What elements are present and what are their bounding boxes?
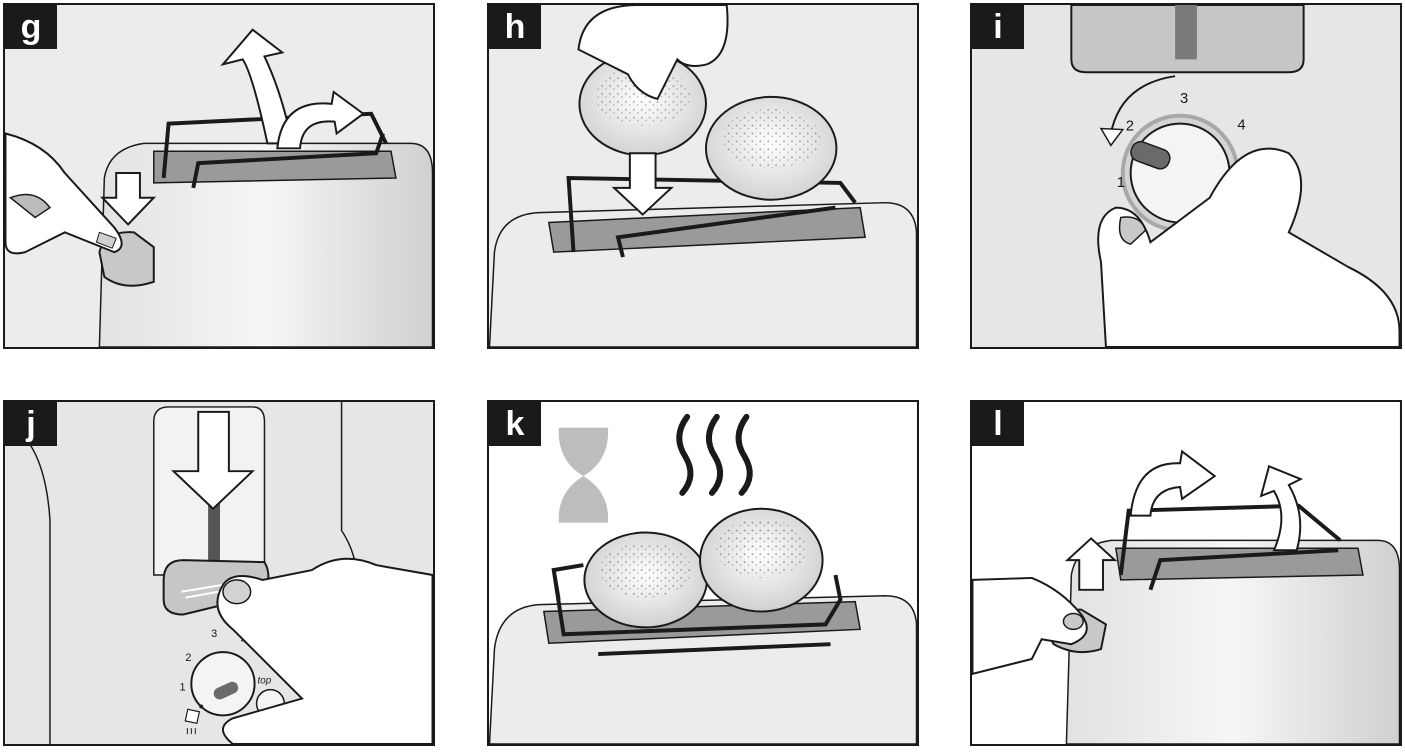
rotate-arrow-head	[1099, 127, 1125, 147]
lever-slot	[1175, 5, 1197, 60]
finger-nail	[95, 231, 117, 249]
dial-pointer	[213, 681, 239, 700]
dial-number-4: 4	[1237, 118, 1245, 134]
thumb	[8, 193, 52, 219]
panel-h: h	[487, 3, 919, 349]
rotate-arrow	[1109, 75, 1176, 134]
dial-number-3: 3	[211, 628, 217, 640]
wire-rack	[566, 175, 857, 258]
hand	[216, 557, 433, 744]
bun-right-seeds	[721, 108, 821, 169]
panel-k: k	[487, 400, 919, 746]
panel-g-illustration	[5, 28, 433, 347]
panel-label-j: j	[5, 402, 57, 446]
panel-label-k: k	[489, 402, 541, 446]
dial-number-3: 3	[1180, 91, 1188, 107]
toaster-slot	[153, 150, 397, 184]
thumb-nail	[1062, 612, 1084, 631]
down-arrow	[171, 410, 256, 511]
lift-arrow-left	[1129, 449, 1217, 517]
down-arrow	[611, 152, 674, 216]
toaster-slot	[1114, 547, 1364, 581]
push-arrow	[100, 172, 157, 226]
panel-i-illustration: 1 2 3 4	[972, 5, 1400, 347]
dial-knob	[190, 651, 256, 717]
lift-arrow-right	[1259, 464, 1304, 552]
hourglass-icon	[558, 427, 609, 523]
dial-number-1: 1	[1117, 175, 1125, 191]
panel-l: l	[970, 400, 1402, 746]
stop-label: top	[258, 676, 272, 687]
thumb-nail	[1118, 216, 1147, 246]
hand	[1097, 147, 1400, 347]
defrost-icon	[184, 704, 204, 735]
panel-label-h: h	[489, 5, 541, 49]
toaster-body	[1065, 539, 1400, 744]
dial-number-2: 2	[185, 652, 191, 664]
heat-waves-icon	[676, 413, 753, 496]
bun-right-seeds	[715, 518, 807, 578]
hand	[577, 5, 729, 101]
panel-l-illustration	[972, 402, 1400, 744]
panel-j-illustration: 1 2 3 4 top	[5, 402, 433, 744]
panel-label-g: g	[5, 5, 57, 49]
lever-slot	[208, 490, 220, 580]
dial-number-1: 1	[179, 682, 185, 694]
dial-pointer	[1130, 140, 1171, 170]
wire-rack	[1118, 503, 1342, 591]
panel-label-l: l	[972, 402, 1024, 446]
lift-arrow	[220, 28, 294, 145]
panel-label-i: i	[972, 5, 1024, 49]
hand	[5, 132, 123, 255]
wire-rack	[551, 563, 843, 657]
panel-i: 1 2 3 4 i	[970, 3, 1402, 349]
toaster-body	[98, 142, 433, 347]
up-arrow	[1064, 537, 1118, 591]
bun-left-seeds	[600, 542, 692, 598]
panel-k-illustration	[489, 402, 917, 744]
panel-g: g	[3, 3, 435, 349]
dial-number-2: 2	[1126, 119, 1134, 135]
toaster-slot	[547, 206, 866, 253]
swing-arrow	[276, 90, 365, 150]
panel-h-illustration	[489, 5, 917, 347]
hand	[972, 576, 1088, 675]
panel-j: 1 2 3 4 top j	[3, 400, 435, 746]
finger-tip	[222, 579, 252, 605]
